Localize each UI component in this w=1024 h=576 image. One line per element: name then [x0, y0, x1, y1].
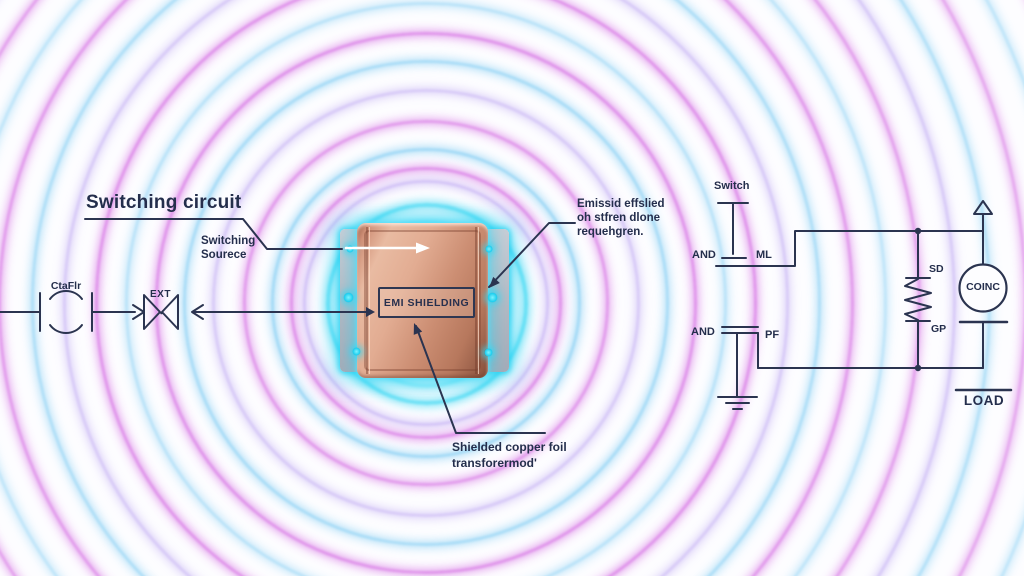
switch-label: Switch — [714, 180, 750, 192]
diagram-title: Switching circuit — [86, 192, 242, 213]
filter-label: CtaFlr — [50, 280, 82, 292]
glow-dot — [487, 292, 498, 303]
shield-foil-note-line1: Shielded copper foil — [452, 440, 567, 454]
valve-label: EXT — [150, 289, 171, 300]
sd-label: SD — [929, 263, 944, 275]
emi-shielding-label: EMI SHIELDING — [383, 296, 470, 309]
switching-source-line1: Switching — [201, 235, 256, 247]
glow-dot — [485, 245, 493, 253]
switching-source-line2: Sourece — [201, 248, 247, 261]
glow-dot — [343, 292, 354, 303]
gp-label: GP — [931, 323, 947, 335]
copper-seam-left — [366, 227, 368, 374]
emission-note-line1: Emissid effslied — [577, 198, 665, 210]
emission-note-line3: requehgren. — [577, 226, 644, 238]
and-top-label: AND — [692, 249, 716, 261]
glow-dot — [346, 245, 354, 253]
shield-foil-note: Shielded copper foil transforermod' — [452, 440, 567, 471]
emi-shielding-label-box: EMI SHIELDING — [378, 287, 475, 318]
glow-dot — [484, 348, 493, 357]
glow-dot — [352, 347, 361, 356]
load-label: LOAD — [963, 393, 1005, 408]
copper-seam-right — [475, 227, 477, 374]
ml-label: ML — [756, 249, 772, 261]
copper-seam-left-highlight — [369, 227, 370, 374]
pf-label: PF — [765, 329, 780, 341]
emission-note-line2: oh stfren dlone — [577, 212, 661, 224]
switching-source-label: Switching Sourece — [201, 235, 255, 262]
and-bottom-label: AND — [691, 326, 715, 338]
emission-note: Emissid effslied oh stfren dlone requehg… — [577, 197, 665, 239]
copper-seam-right-highlight — [478, 227, 479, 374]
shield-foil-note-line2: transforermod' — [452, 455, 537, 470]
coinc-label: COINC — [966, 281, 1000, 293]
